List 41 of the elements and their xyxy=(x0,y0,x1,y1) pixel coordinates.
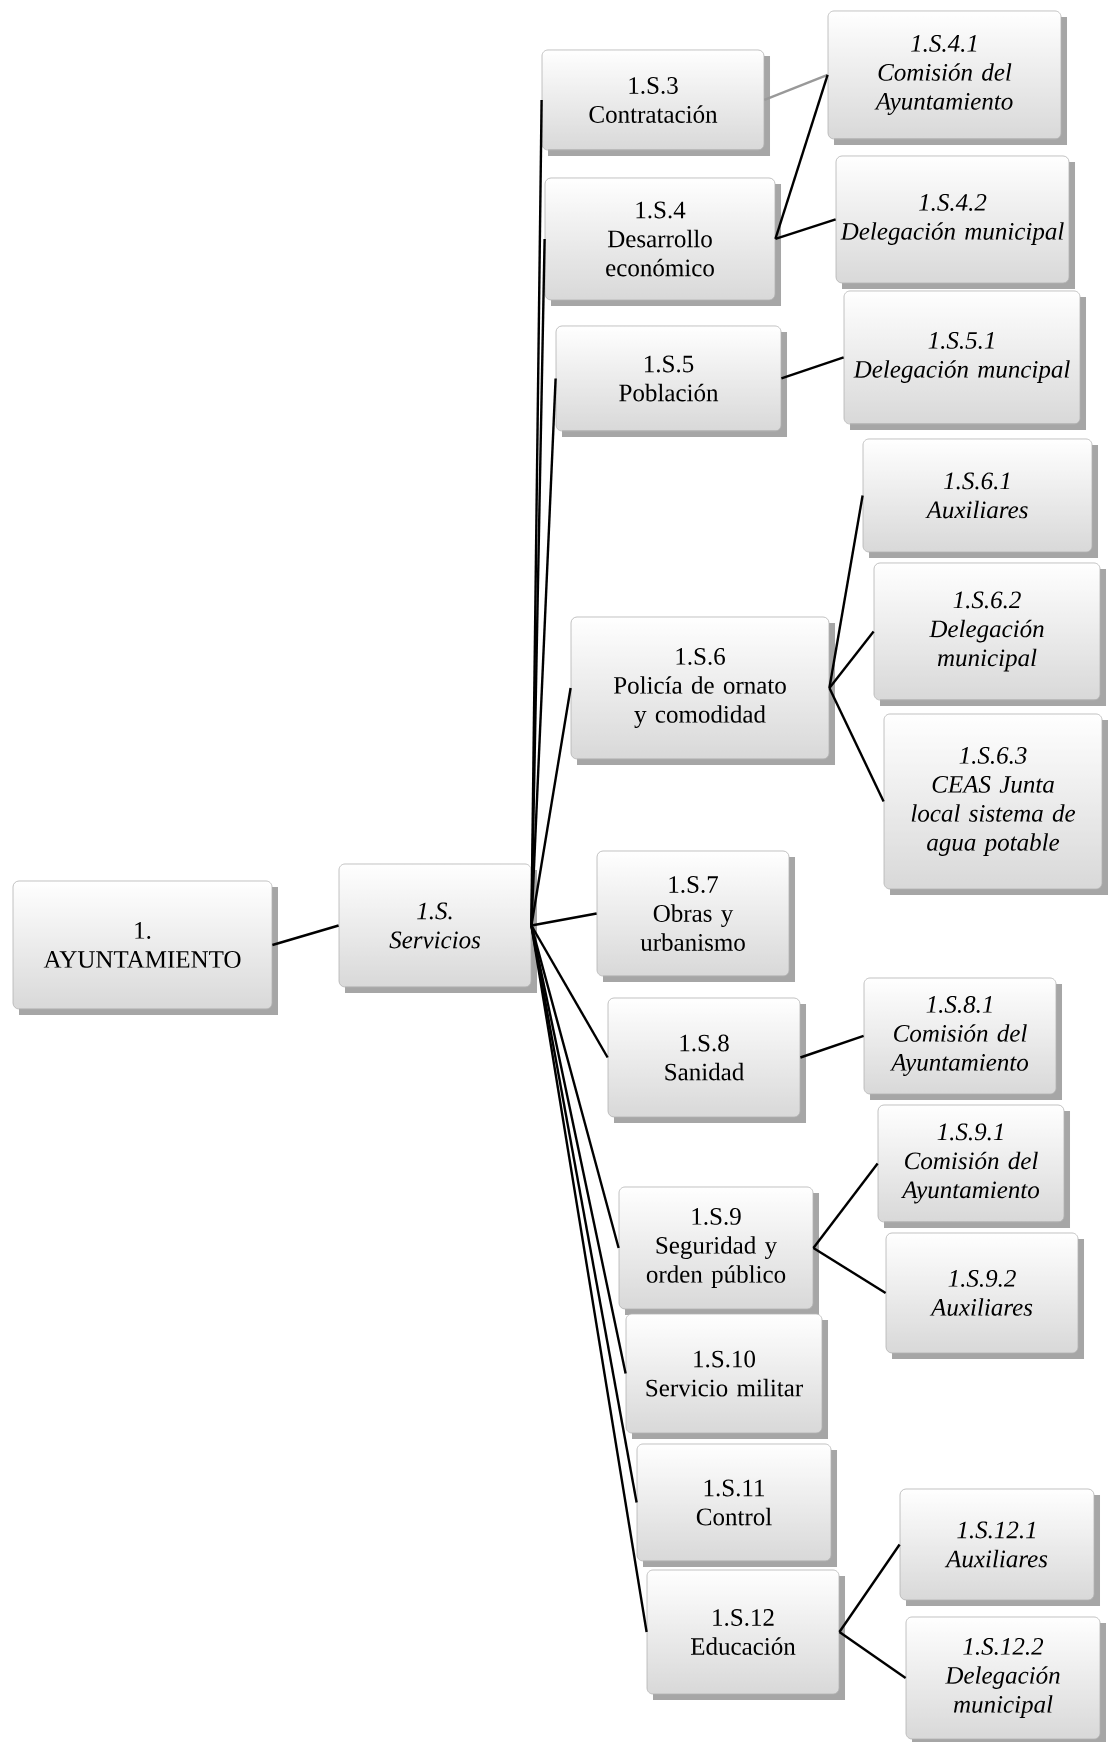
org-box: 1.S.6 Policía de ornato y comodidad xyxy=(570,616,835,765)
connector-line xyxy=(828,495,864,689)
connector-line xyxy=(530,925,648,1633)
org-box: 1.S.6.1 Auxiliares xyxy=(862,438,1098,558)
org-box: 1.S.3 Contratación xyxy=(541,49,770,156)
org-box: 1.S.4.1 Comisión del Ayuntamiento xyxy=(827,10,1067,145)
connector-line xyxy=(531,912,597,927)
connector-line xyxy=(800,1034,864,1059)
org-box: 1.S.9 Seguridad y orden público xyxy=(618,1186,819,1315)
connector-line xyxy=(530,378,557,926)
connector-line xyxy=(272,924,339,947)
org-box: 1.S.9.1 Comisión del Ayuntamiento xyxy=(877,1104,1070,1228)
connector-line xyxy=(775,218,836,241)
connector-line xyxy=(763,73,829,102)
org-box: 1.S.5 Población xyxy=(555,325,787,437)
org-box: 1.S.6.3 CEAS Junta local sistema de agua potable xyxy=(883,713,1108,895)
connector-line xyxy=(838,1543,901,1633)
org-box: 1.S.4 Desarrollo económico xyxy=(544,177,781,306)
org-box: 1.S.8.1 Comisión del Ayuntamiento xyxy=(863,977,1062,1100)
org-box: 1.S.10 Servicio militar xyxy=(625,1313,828,1439)
connector-line xyxy=(838,1631,907,1679)
connector-line xyxy=(812,1246,887,1294)
connector-line xyxy=(530,687,572,926)
org-box: 1.S.4.2 Delegación municipal xyxy=(835,155,1075,289)
connector-line xyxy=(774,74,829,240)
org-box: 1.S.12 Educación xyxy=(646,1569,845,1700)
org-box: 1.S. Servicios xyxy=(338,863,537,993)
connector-line xyxy=(781,356,844,380)
org-box: 1.S.12.2 Delegación municipal xyxy=(905,1616,1106,1742)
connector-line xyxy=(828,687,885,802)
connector-line xyxy=(828,630,875,689)
connector-line xyxy=(530,924,609,1059)
org-box: 1.S.7 Obras y urbanismo xyxy=(596,850,795,982)
org-box: 1.S.8 Sanidad xyxy=(607,997,806,1123)
org-box: 1.S.11 Control xyxy=(636,1443,837,1567)
org-box: 1.S.9.2 Auxiliares xyxy=(885,1232,1084,1359)
connector-line xyxy=(812,1162,879,1249)
org-box: 1. AYUNTAMIENTO xyxy=(12,880,278,1015)
org-box: 1.S.5.1 Delegación muncipal xyxy=(843,290,1086,430)
org-box: 1.S.6.2 Delegación municipal xyxy=(873,562,1106,706)
org-box: 1.S.12.1 Auxiliares xyxy=(899,1488,1100,1606)
